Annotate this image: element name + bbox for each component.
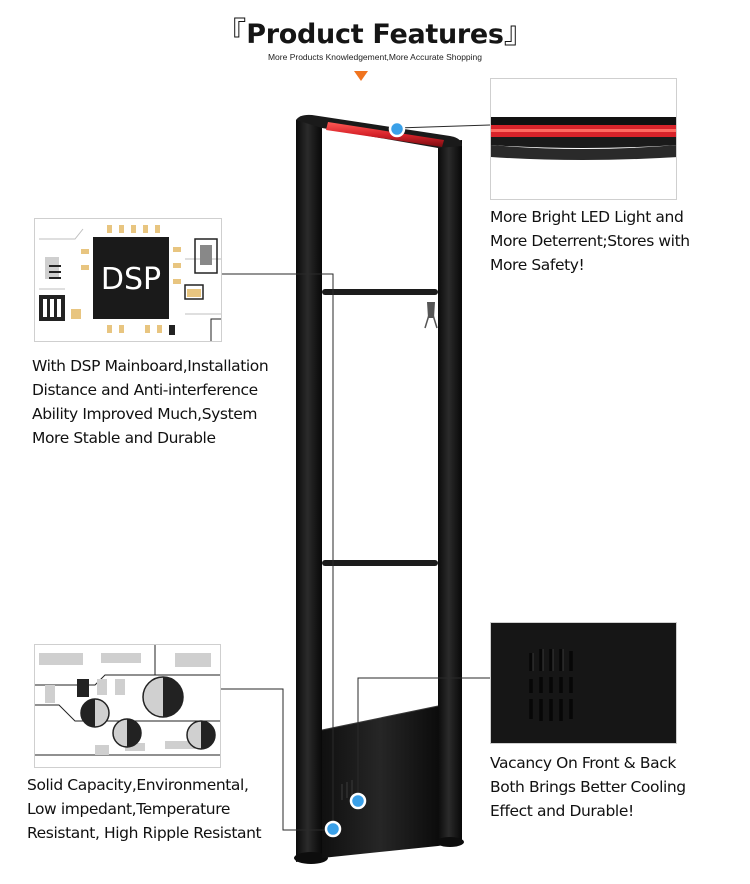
led-detail-image bbox=[490, 78, 677, 200]
dsp-chip-label: DSP bbox=[101, 262, 161, 297]
vent-caption-line: Vacancy On Front & Back bbox=[490, 754, 676, 772]
vent-caption: Vacancy On Front & Back Both Brings Bett… bbox=[490, 751, 686, 823]
marker-vent bbox=[349, 792, 367, 810]
base-housing bbox=[322, 706, 438, 858]
capacitor-caption-line: Solid Capacity,Environmental, bbox=[27, 776, 249, 794]
marker-capacitor bbox=[324, 820, 342, 838]
led-caption: More Bright LED Light and More Deterrent… bbox=[490, 205, 690, 277]
led-caption-line: More Deterrent;Stores with bbox=[490, 232, 690, 250]
crossbar-upper bbox=[322, 289, 438, 295]
capacitor-board-image bbox=[34, 644, 221, 768]
page-title: Product Features bbox=[246, 19, 504, 50]
page-subtitle: More Products Knowledgement,More Accurat… bbox=[267, 52, 483, 62]
dsp-board-image: DSP bbox=[34, 218, 222, 342]
capacitor-caption-line: Resistant, High Ripple Resistant bbox=[27, 824, 262, 842]
crossbar-lower bbox=[322, 560, 438, 566]
dsp-caption-line: With DSP Mainboard,Installation bbox=[32, 357, 269, 375]
led-caption-line: More Safety! bbox=[490, 256, 585, 274]
capacitor-caption: Solid Capacity,Environmental, Low impeda… bbox=[27, 773, 262, 845]
eas-gate bbox=[294, 114, 464, 864]
dsp-chip bbox=[93, 237, 169, 319]
dsp-caption-line: Ability Improved Much,System bbox=[32, 405, 258, 423]
right-bracket-icon: 』 bbox=[503, 16, 534, 51]
dsp-caption: With DSP Mainboard,Installation Distance… bbox=[32, 354, 269, 450]
connector-lines bbox=[221, 124, 491, 831]
left-bracket-icon: 『 bbox=[216, 16, 247, 51]
vent-caption-line: Effect and Durable! bbox=[490, 802, 634, 820]
capacitor-caption-line: Low impedant,Temperature bbox=[27, 800, 230, 818]
vent-detail-image bbox=[490, 622, 677, 744]
capacitors bbox=[80, 676, 216, 750]
marker-led bbox=[388, 120, 406, 138]
down-arrow-icon bbox=[354, 71, 368, 81]
page-header: 『Product Features』 bbox=[0, 8, 750, 52]
led-caption-line: More Bright LED Light and bbox=[490, 208, 684, 226]
markers bbox=[324, 120, 406, 838]
led-strip bbox=[326, 122, 444, 147]
vent-caption-line: Both Brings Better Cooling bbox=[490, 778, 686, 796]
dsp-caption-line: Distance and Anti-interference bbox=[32, 381, 258, 399]
dsp-caption-line: More Stable and Durable bbox=[32, 429, 216, 447]
